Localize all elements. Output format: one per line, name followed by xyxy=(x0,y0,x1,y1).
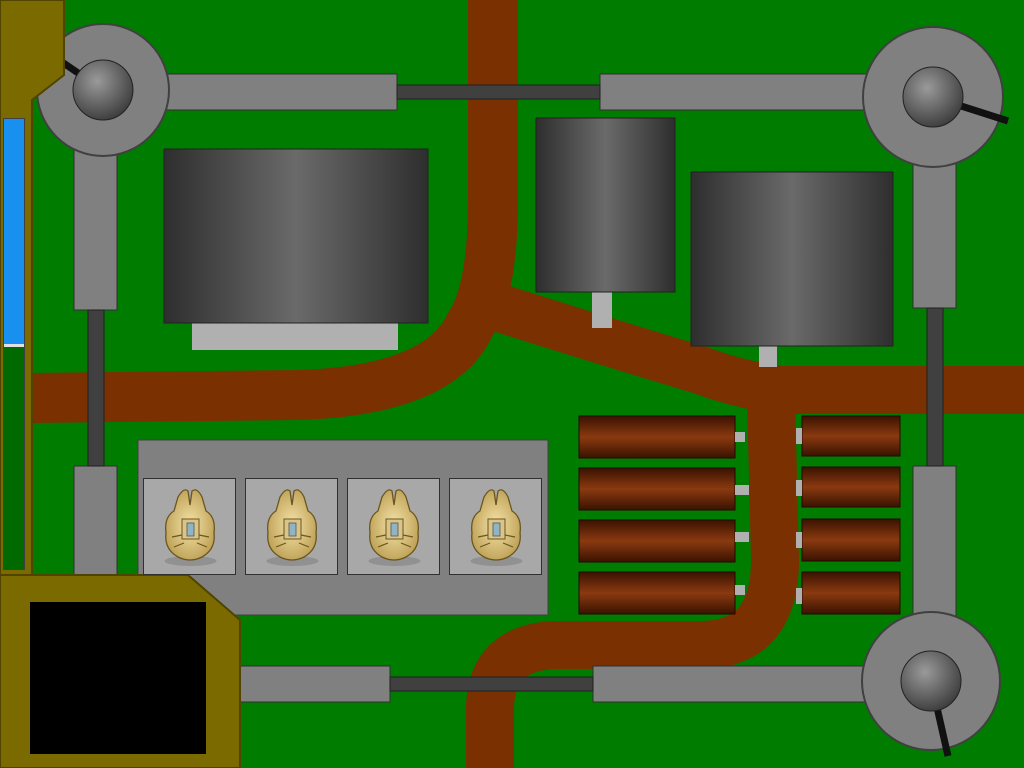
power-bar-empty xyxy=(4,119,24,347)
silo-left-3[interactable] xyxy=(578,519,749,563)
turret-se[interactable] xyxy=(861,611,1001,757)
factory-slot-2[interactable] xyxy=(245,478,338,575)
gate-east[interactable] xyxy=(926,307,944,467)
wall-south-east xyxy=(592,665,884,703)
turret-ne[interactable] xyxy=(862,26,1010,168)
silo-left-2[interactable] xyxy=(578,467,749,511)
factory-slot-3[interactable] xyxy=(347,478,440,575)
wall-south-west xyxy=(229,665,391,703)
silo-right-2[interactable] xyxy=(796,466,901,508)
gates xyxy=(87,84,944,692)
silo-right-1[interactable] xyxy=(796,415,901,457)
gold-mech-icon xyxy=(470,489,523,566)
factory-west[interactable] xyxy=(163,148,429,324)
silo-right-3[interactable] xyxy=(796,518,901,562)
factory-center[interactable] xyxy=(535,117,676,293)
factory-slot-1[interactable] xyxy=(143,478,236,575)
building-pad-west xyxy=(192,322,398,350)
turret-nw[interactable] xyxy=(36,23,170,157)
minimap[interactable] xyxy=(30,602,206,754)
buildings xyxy=(163,117,894,367)
wall-west-lower xyxy=(73,465,118,577)
factory-slot-4[interactable] xyxy=(449,478,542,575)
wall-west-upper xyxy=(73,139,118,311)
gold-mech-icon xyxy=(266,489,319,566)
gate-west[interactable] xyxy=(87,309,105,467)
gate-north[interactable] xyxy=(396,84,601,100)
wall-east-upper xyxy=(912,139,957,309)
factory-slots xyxy=(143,478,543,575)
building-pad-center xyxy=(592,290,612,328)
silo-right-4[interactable] xyxy=(796,571,901,615)
silo-left-4[interactable] xyxy=(578,571,745,615)
wall-north-east xyxy=(599,73,881,111)
gold-mech-icon xyxy=(368,489,421,566)
gate-south[interactable] xyxy=(389,676,594,692)
gold-mech-icon xyxy=(164,489,217,566)
power-bar xyxy=(3,118,25,570)
factory-east[interactable] xyxy=(690,171,894,347)
silos xyxy=(578,415,901,615)
building-pad-east xyxy=(759,345,777,367)
wall-north-west xyxy=(149,73,398,111)
silo-left-1[interactable] xyxy=(578,415,745,459)
wall-east-lower xyxy=(912,465,957,627)
